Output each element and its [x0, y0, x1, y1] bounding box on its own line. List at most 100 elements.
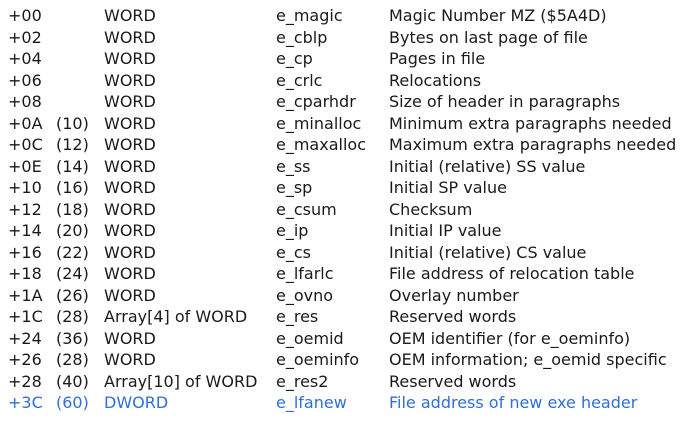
type-cell: WORD	[104, 27, 156, 47]
field-name-cell: e_oemid	[276, 328, 344, 348]
offset-cell: +00	[8, 6, 42, 25]
offset-cell: +04	[8, 49, 42, 68]
field-name-cell: e_lfarlc	[276, 264, 334, 283]
description-cell: Pages in file	[389, 49, 486, 68]
decimal-offset-cell: (10)	[56, 113, 89, 133]
table-row: +10 (16) WORD e_sp Initial SP value	[0, 177, 695, 199]
offset-cell: +3C	[8, 393, 43, 412]
offset-cell: +12	[8, 199, 42, 219]
offset-cell: +08	[8, 92, 42, 111]
type-cell: WORD	[104, 113, 156, 133]
type-cell: WORD	[104, 350, 156, 369]
description-cell: Initial (relative) SS value	[389, 156, 586, 176]
field-name-cell: e_csum	[276, 199, 337, 219]
description-cell: Initial SP value	[389, 178, 507, 197]
table-row: +1C (28) Array[4] of WORD e_res Reserved…	[0, 306, 695, 328]
field-name-cell: e_maxalloc	[276, 135, 366, 154]
table-row: +1A (26) WORD e_ovno Overlay number	[0, 285, 695, 307]
type-cell: WORD	[104, 49, 156, 68]
table-row: +16 (22) WORD e_cs Initial (relative) CS…	[0, 242, 695, 264]
description-cell: Magic Number MZ ($5A4D)	[389, 6, 607, 25]
table-row: +0C (12) WORD e_maxalloc Maximum extra p…	[0, 134, 695, 156]
field-name-cell: e_ip	[276, 221, 309, 240]
field-name-cell: e_cparhdr	[276, 92, 356, 111]
description-cell: Overlay number	[389, 285, 519, 305]
type-cell: WORD	[104, 135, 156, 154]
description-cell: Initial (relative) CS value	[389, 242, 587, 262]
description-cell: OEM identifier (for e_oeminfo)	[389, 328, 631, 348]
decimal-offset-cell: (18)	[56, 199, 89, 219]
type-cell: WORD	[104, 264, 156, 283]
table-row-highlighted: +3C (60) DWORD e_lfanew File address of …	[0, 392, 695, 414]
type-cell: Array[4] of WORD	[104, 307, 248, 326]
field-name-cell: e_cblp	[276, 27, 328, 47]
table-row: +00 WORD e_magic Magic Number MZ ($5A4D)	[0, 5, 695, 27]
decimal-offset-cell: (28)	[56, 350, 89, 369]
offset-cell: +06	[8, 70, 42, 90]
description-cell: Initial IP value	[389, 221, 502, 240]
description-cell: Minimum extra paragraphs needed	[389, 113, 672, 133]
type-cell: WORD	[104, 285, 156, 305]
decimal-offset-cell: (22)	[56, 242, 89, 262]
offset-cell: +10	[8, 178, 42, 197]
type-cell: WORD	[104, 156, 156, 176]
table-row: +0A (10) WORD e_minalloc Minimum extra p…	[0, 113, 695, 135]
description-cell: Reserved words	[389, 307, 517, 326]
decimal-offset-cell: (26)	[56, 285, 89, 305]
field-name-cell: e_sp	[276, 178, 313, 197]
offset-cell: +02	[8, 27, 42, 47]
offset-cell: +14	[8, 221, 42, 240]
field-name-cell: e_ss	[276, 156, 311, 176]
decimal-offset-cell: (24)	[56, 264, 89, 283]
table-row: +26 (28) WORD e_oeminfo OEM information;…	[0, 349, 695, 371]
type-cell: WORD	[104, 178, 156, 197]
decimal-offset-cell: (12)	[56, 135, 89, 154]
description-cell: OEM information; e_oemid specific	[389, 350, 667, 369]
decimal-offset-cell: (36)	[56, 328, 89, 348]
field-name-cell: e_magic	[276, 6, 343, 25]
field-name-cell: e_cp	[276, 49, 313, 68]
dos-header-table: +00 WORD e_magic Magic Number MZ ($5A4D)…	[0, 5, 695, 414]
type-cell: WORD	[104, 221, 156, 240]
decimal-offset-cell: (60)	[56, 393, 89, 412]
description-cell: Checksum	[389, 199, 473, 219]
field-name-cell: e_ovno	[276, 285, 334, 305]
type-cell: WORD	[104, 242, 156, 262]
description-cell: Size of header in paragraphs	[389, 92, 621, 111]
table-row: +24 (36) WORD e_oemid OEM identifier (fo…	[0, 328, 695, 350]
type-cell: DWORD	[104, 393, 169, 412]
description-cell: Bytes on last page of file	[389, 27, 588, 47]
table-row: +28 (40) Array[10] of WORD e_res2 Reserv…	[0, 371, 695, 393]
field-name-cell: e_oeminfo	[276, 350, 360, 369]
table-row: +18 (24) WORD e_lfarlc File address of r…	[0, 263, 695, 285]
offset-cell: +1C	[8, 307, 43, 326]
description-cell: File address of new exe header	[389, 393, 638, 412]
description-cell: File address of relocation table	[389, 264, 635, 283]
field-name-cell: e_crlc	[276, 70, 323, 90]
offset-cell: +0E	[8, 156, 42, 176]
offset-cell: +16	[8, 242, 42, 262]
offset-cell: +0A	[8, 113, 43, 133]
table-row: +14 (20) WORD e_ip Initial IP value	[0, 220, 695, 242]
field-name-cell: e_minalloc	[276, 113, 362, 133]
decimal-offset-cell: (28)	[56, 307, 89, 326]
description-cell: Relocations	[389, 70, 482, 90]
decimal-offset-cell: (16)	[56, 178, 89, 197]
table-row: +12 (18) WORD e_csum Checksum	[0, 199, 695, 221]
field-name-cell: e_res2	[276, 371, 329, 391]
offset-cell: +0C	[8, 135, 43, 154]
type-cell: WORD	[104, 328, 156, 348]
table-row: +06 WORD e_crlc Relocations	[0, 70, 695, 92]
field-name-cell: e_cs	[276, 242, 311, 262]
type-cell: WORD	[104, 70, 156, 90]
description-cell: Reserved words	[389, 371, 517, 391]
decimal-offset-cell: (14)	[56, 156, 89, 176]
offset-cell: +1A	[8, 285, 43, 305]
decimal-offset-cell: (20)	[56, 221, 89, 240]
type-cell: WORD	[104, 6, 156, 25]
table-row: +08 WORD e_cparhdr Size of header in par…	[0, 91, 695, 113]
offset-cell: +26	[8, 350, 42, 369]
offset-cell: +18	[8, 264, 42, 283]
type-cell: WORD	[104, 92, 156, 111]
table-row: +02 WORD e_cblp Bytes on last page of fi…	[0, 27, 695, 49]
